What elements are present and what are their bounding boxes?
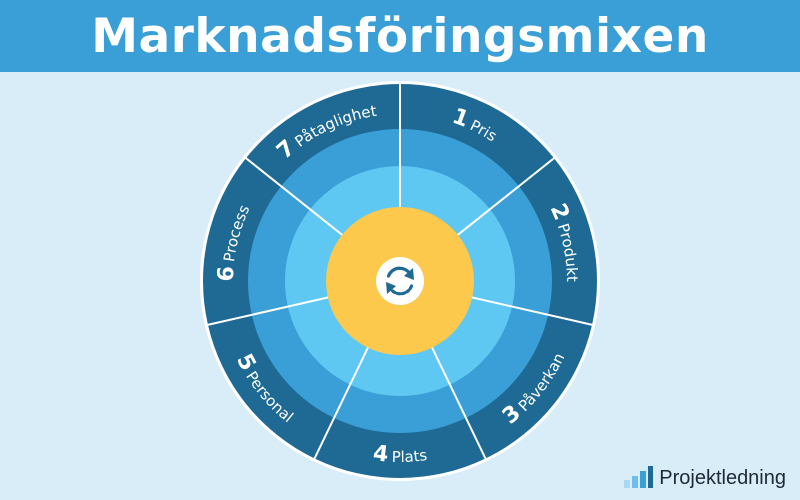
- page-title: Marknadsföringsmixen: [91, 8, 709, 64]
- segment-word: Plats: [391, 446, 428, 466]
- segment-number: 4: [372, 441, 390, 468]
- segment-number: 6: [214, 266, 240, 282]
- center-hub: [376, 257, 424, 305]
- bar-chart-icon: [624, 466, 654, 488]
- cycle-arrows-icon: [386, 266, 414, 296]
- brand-logo: Projektledning: [623, 466, 786, 488]
- header-banner: Marknadsföringsmixen: [0, 0, 800, 72]
- logo-text: Projektledning: [659, 467, 786, 489]
